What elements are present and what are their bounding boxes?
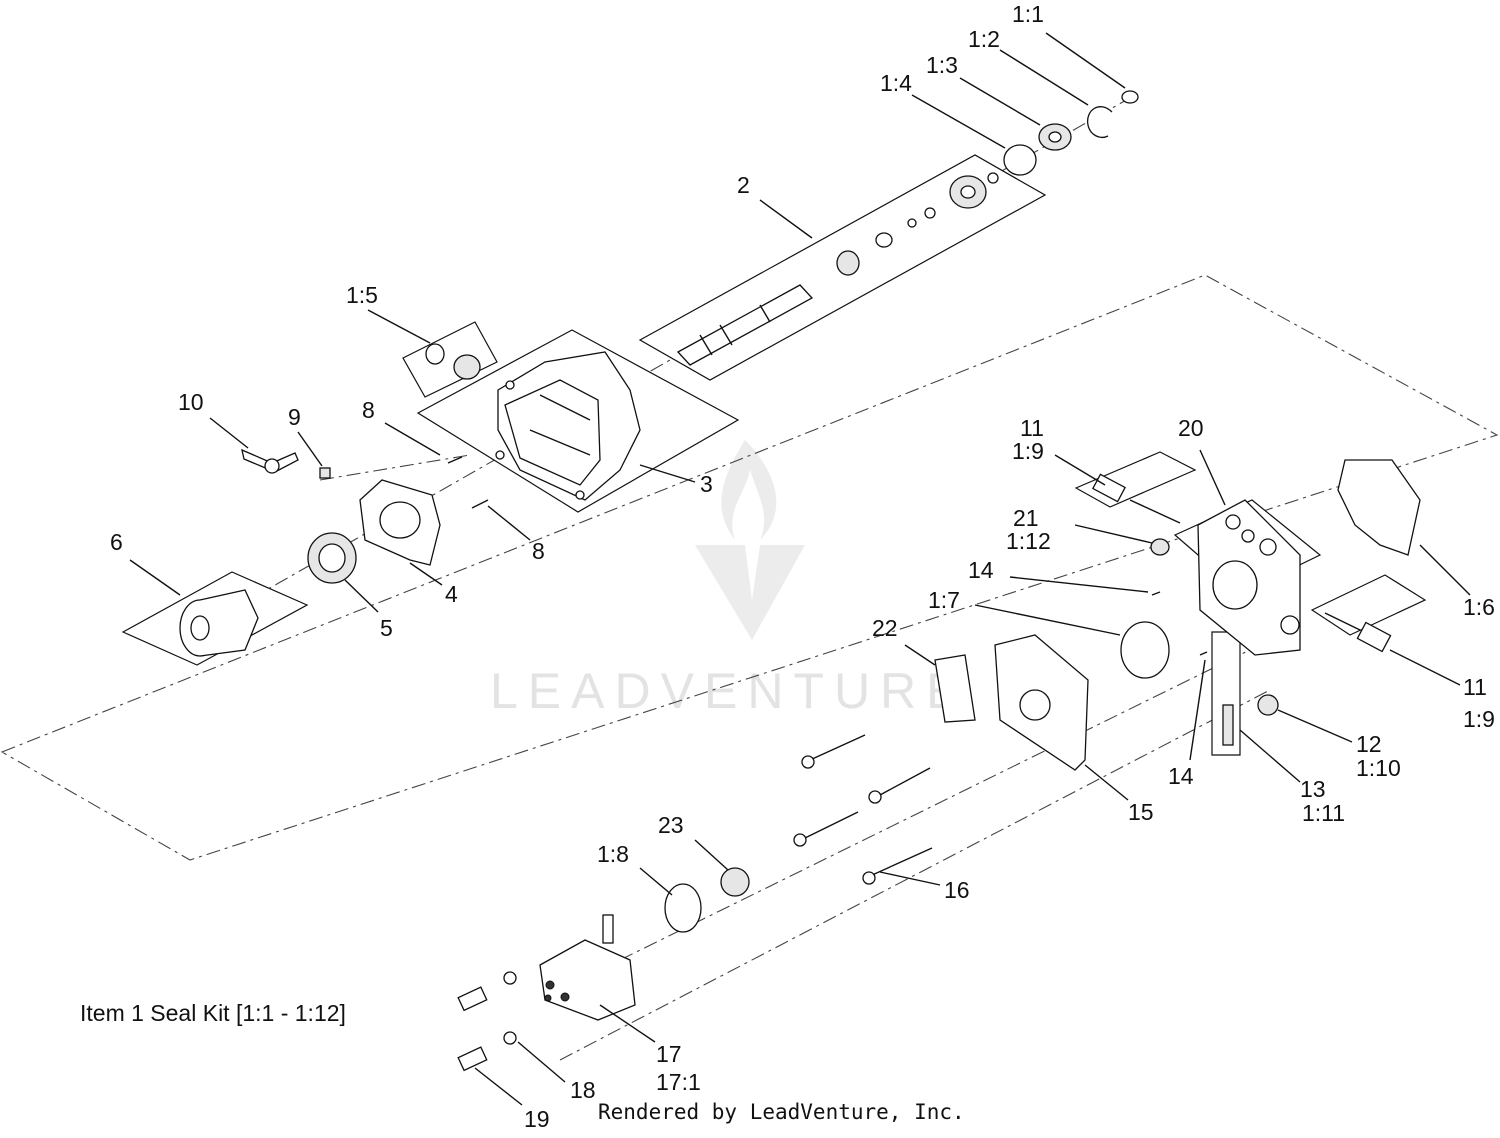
label-1-12: 1:12: [1006, 528, 1051, 554]
gear-pump: [539, 914, 636, 1021]
input-shaft-assembly: [676, 172, 999, 366]
fitting-21: [1150, 538, 1170, 556]
label-1-1: 1:1: [1012, 1, 1044, 27]
label-1-9-right: 1:9: [1463, 706, 1495, 732]
label-1-6: 1:6: [1463, 594, 1495, 620]
label-23: 23: [658, 812, 684, 838]
label-17-1: 17:1: [656, 1069, 701, 1095]
label-1-11: 1:11: [1302, 800, 1345, 826]
label-5: 5: [380, 615, 393, 641]
bolts: [793, 734, 933, 885]
o-ring-1-7: [1120, 621, 1170, 679]
relief-valve-top: [1092, 473, 1181, 524]
pump-housing: [495, 351, 641, 501]
o-ring-1-4: [1003, 144, 1037, 176]
label-15: 15: [1128, 799, 1154, 825]
label-9: 9: [288, 404, 301, 430]
relief-valve-right: [1324, 612, 1392, 653]
plug-12: [1257, 694, 1279, 716]
pin-14-lower: [1199, 651, 1208, 656]
coupling-23: [720, 867, 750, 897]
render-credit: Rendered by LeadVenture, Inc.: [598, 1100, 965, 1124]
label-1-10: 1:10: [1356, 755, 1401, 781]
label-2: 2: [737, 172, 750, 198]
bearing-1-5: [453, 354, 481, 380]
retaining-ring-1-2: [1087, 106, 1113, 139]
label-6: 6: [110, 529, 123, 555]
label-8-upper: 8: [362, 397, 375, 423]
label-21: 21: [1013, 505, 1039, 531]
leader-lines: [129, 32, 1471, 1106]
label-10: 10: [178, 389, 204, 415]
charge-valve-13: [1222, 704, 1234, 746]
label-1-5: 1:5: [346, 282, 378, 308]
label-1-3: 1:3: [926, 52, 958, 78]
label-1-8: 1:8: [597, 841, 629, 867]
watermark-text: LEADVENTURE: [490, 663, 970, 719]
label-19: 19: [524, 1106, 550, 1132]
o-ring-1-8: [664, 883, 702, 933]
label-11-right: 11: [1463, 674, 1487, 700]
label-20: 20: [1178, 415, 1204, 441]
dowel-pin-upper: [447, 456, 463, 464]
snap-ring-1-5: [425, 343, 445, 365]
gasket-1-6: [1337, 459, 1421, 556]
label-16: 16: [944, 877, 970, 903]
mounting-bracket: [934, 654, 976, 723]
bearing-plate: [402, 321, 498, 398]
label-18: 18: [570, 1077, 596, 1103]
control-block: [319, 467, 331, 479]
washer-1-1: [1121, 90, 1139, 104]
pin-14-upper: [1151, 591, 1161, 596]
label-22: 22: [872, 615, 898, 641]
screw-19-lower: [457, 1046, 488, 1072]
watermark: LEADVENTURE: [490, 440, 970, 719]
label-14-lower: 14: [1168, 763, 1194, 789]
screw-19-upper: [457, 986, 488, 1012]
label-4: 4: [445, 581, 458, 607]
label-3: 3: [700, 471, 713, 497]
washer-18-upper: [503, 971, 517, 985]
dowel-pin-lower: [471, 499, 489, 509]
label-14-upper: 14: [968, 557, 994, 583]
end-cap: [1197, 499, 1301, 656]
label-17: 17: [656, 1041, 682, 1067]
callout-labels: 1:1 1:2 1:3 1:4 2 1:5 10 9 8 3 8 6 4 5 1…: [110, 1, 1495, 1132]
assembly-boundary: [0, 274, 1499, 861]
relief-valve-plate-top: [1074, 451, 1197, 508]
label-12: 12: [1356, 731, 1382, 757]
washer-18-lower: [503, 1031, 517, 1045]
label-1-9-upper: 1:9: [1012, 438, 1044, 464]
label-1-4: 1:4: [880, 70, 912, 96]
label-11-upper: 11: [1020, 415, 1044, 441]
label-8-lower: 8: [532, 538, 545, 564]
rotating-kit: [179, 589, 259, 657]
seal-kit-note: Item 1 Seal Kit [1:1 - 1:12]: [80, 1000, 346, 1026]
label-13: 13: [1300, 776, 1326, 802]
label-1-2: 1:2: [968, 26, 1000, 52]
label-1-7: 1:7: [928, 587, 960, 613]
